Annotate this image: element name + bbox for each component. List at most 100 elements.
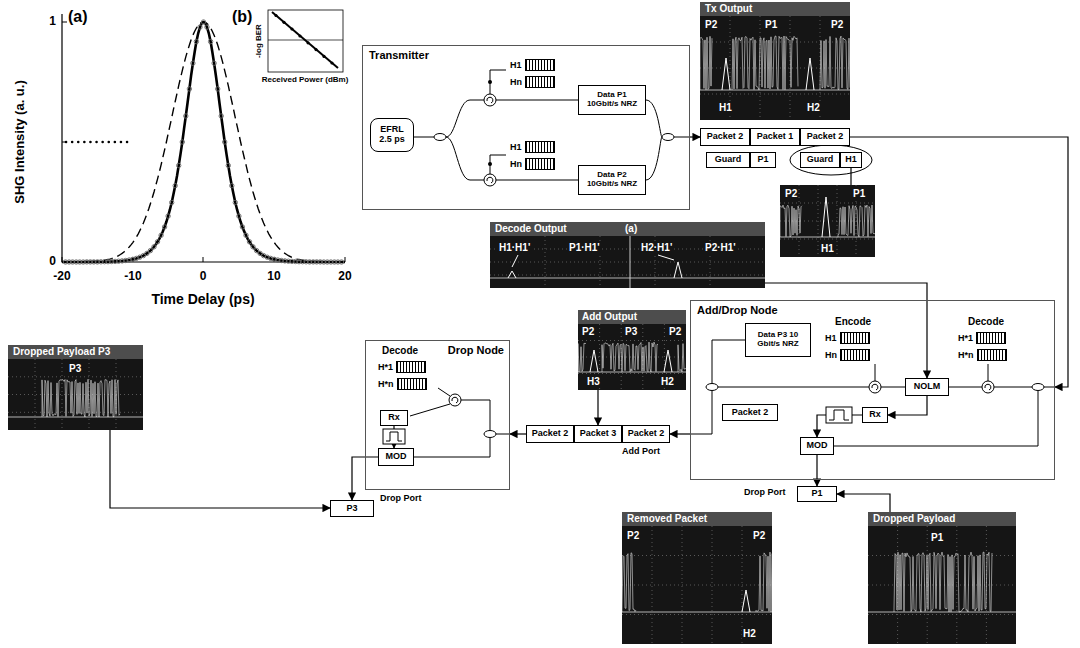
screen-label: (a) [624, 223, 638, 235]
header-peak [742, 590, 750, 612]
circulator [484, 94, 496, 106]
screen-label: P1 [852, 188, 866, 200]
box-label: Packet 3 [580, 429, 617, 439]
code-label: H*1 [958, 333, 973, 343]
process-box: Guard [706, 152, 750, 168]
header-peak [508, 271, 516, 278]
measured-point [219, 114, 223, 118]
ber-fit-line [272, 12, 338, 68]
box-label: Data P1 10Gbit/s NRZ [581, 91, 643, 109]
box-label: MOD [386, 452, 407, 462]
screen-ground [868, 512, 1016, 644]
scope-screen [622, 512, 772, 644]
measured-point [226, 163, 230, 167]
data-trace [756, 552, 772, 612]
header-peak [674, 262, 682, 278]
measured-point [216, 87, 220, 91]
signal-arrow [816, 455, 817, 486]
ber-point [298, 34, 301, 37]
threshold-pulse [829, 410, 849, 420]
box-label: Packet 2 [732, 408, 769, 418]
inset-frame [268, 10, 343, 72]
process-box: Data P2 10Gbit/s NRZ [578, 165, 646, 195]
code-label: H1 [510, 142, 522, 152]
code-label: H*n [958, 350, 974, 360]
circulator-arrow [872, 384, 878, 390]
circulator-body [484, 174, 496, 186]
encoder-grating: H*1 [958, 331, 1016, 344]
measured-point [247, 240, 251, 244]
data-trace [820, 36, 850, 90]
signal-arrow [850, 168, 851, 185]
measured-point [152, 245, 156, 249]
encoder-grating: H*n [958, 348, 1016, 361]
screen-title-bar [8, 345, 143, 359]
data-trace [894, 552, 992, 612]
measured-point [233, 200, 237, 204]
process-box: EFRL 2.5 ps [370, 118, 414, 152]
box-label: P1 [757, 155, 768, 165]
data-trace [732, 36, 798, 90]
process-box: P3 [330, 500, 374, 517]
screen-label: Dropped Payload [872, 513, 956, 525]
measured-point [244, 233, 248, 237]
screen-title-bar [868, 512, 1016, 526]
process-box: H1 [840, 152, 862, 168]
circulator [982, 381, 994, 393]
measured-point [205, 25, 209, 29]
box-label: Rx [869, 410, 881, 420]
grating-icon [525, 59, 555, 71]
process-box: Packet 1 [750, 128, 800, 146]
oscilloscope-trace: P2P1H1 [780, 185, 875, 257]
code-label: Hn [510, 77, 522, 87]
signal-arrow [597, 390, 598, 425]
data-trace [602, 342, 658, 372]
fiber-coupler [706, 384, 718, 391]
axis-title: -log BER [255, 24, 264, 58]
grating-icon [840, 332, 870, 344]
data-trace [678, 344, 686, 372]
measured-point [162, 225, 166, 229]
box-label: Packet 2 [628, 429, 665, 439]
measured-point [237, 214, 241, 218]
code-label: H1 [510, 60, 522, 70]
group-label: Decode [968, 316, 1004, 327]
screen-grid [700, 16, 850, 120]
screen-label: P2 [581, 326, 595, 338]
screen-label: P3 [624, 326, 638, 338]
threshold-pulse [386, 432, 402, 441]
oscilloscope-trace: Decode Output(a)H1·H1'P1·H1'H2·H1'P2·H1' [490, 222, 765, 288]
screen-label: Add Output [581, 311, 638, 323]
tick-label: 1 [49, 15, 56, 28]
code-label: H*n [378, 379, 394, 389]
oscilloscope-trace: Tx OutputP2P1P2H1H2 [700, 2, 850, 120]
signal-arrow [670, 433, 690, 434]
tick-label: 0 [200, 270, 207, 283]
screen-ground [490, 222, 765, 288]
screen-label: H1 [820, 243, 835, 255]
measured-point [230, 184, 234, 188]
port-label: Drop Port [380, 494, 422, 504]
box-label: MOD [807, 441, 828, 451]
circulator-arrow [487, 177, 493, 183]
panel-divider [630, 236, 631, 288]
code-label: H*1 [378, 362, 393, 372]
ber-points [274, 14, 333, 65]
signal-arrow [837, 494, 890, 512]
screen-label: P2 [668, 326, 682, 338]
measured-point [208, 39, 212, 43]
grating-icon [525, 158, 555, 170]
data-trace [838, 205, 875, 237]
screen-label: H2·H1' [640, 242, 673, 254]
oscilloscope-trace: Removed PacketP2P2H2 [622, 512, 772, 644]
tap-dot [488, 80, 492, 84]
grating-icon [976, 332, 1006, 344]
selection-ellipse [790, 145, 872, 175]
header-peak [822, 197, 830, 237]
ber-point [274, 14, 277, 17]
encoder-grating: H1 [510, 140, 565, 153]
encoder-grating: H*n [378, 377, 436, 390]
fiber-wires [414, 70, 690, 180]
axis-title: Received Power (dBm) [262, 76, 349, 85]
